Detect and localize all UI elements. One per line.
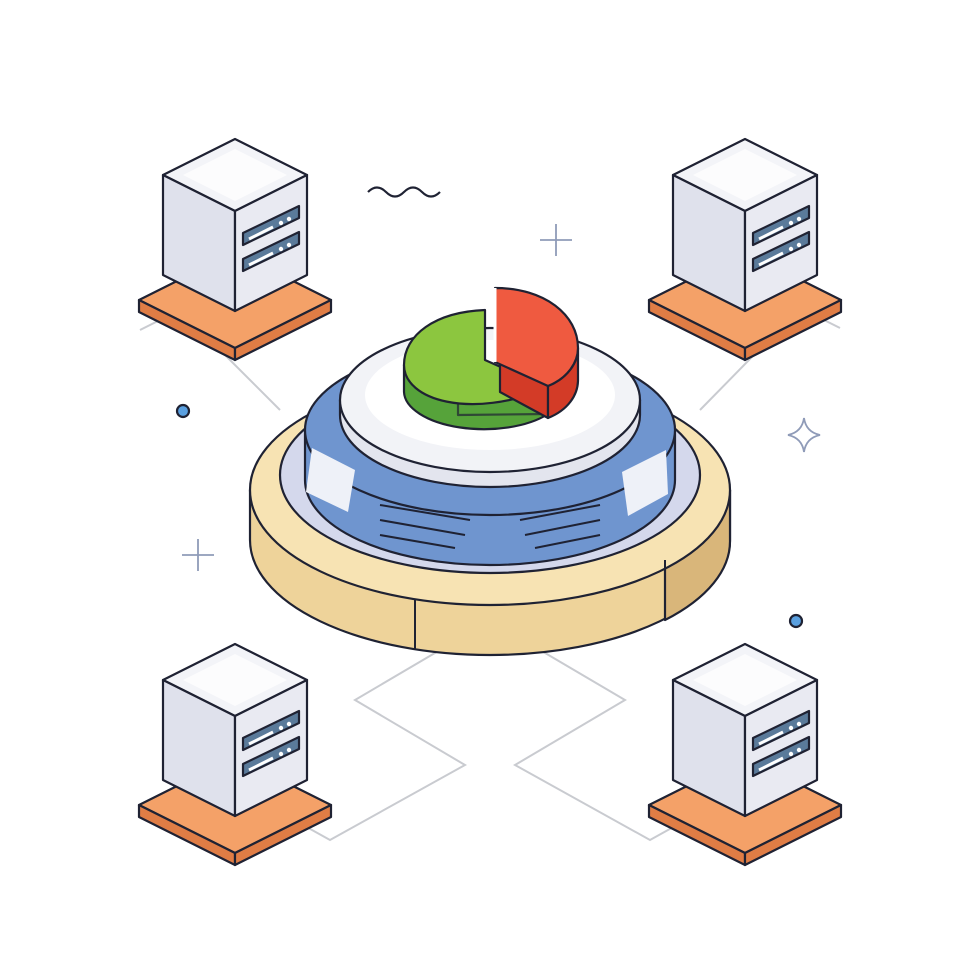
server-icon — [647, 137, 843, 362]
dot-icon — [788, 613, 804, 629]
server-icon — [647, 642, 843, 867]
connector-bottom-right — [512, 649, 696, 842]
plus-sparkle-icon — [540, 224, 572, 256]
star-sparkle-icon — [787, 417, 821, 453]
wave-icon — [367, 186, 441, 198]
plus-sparkle-icon — [182, 539, 214, 571]
pie-chart-icon — [402, 286, 580, 431]
server-icon — [137, 137, 333, 362]
server-icon — [137, 642, 333, 867]
decorations — [175, 186, 821, 629]
dot-icon — [175, 403, 191, 419]
connector-bottom-left — [284, 649, 468, 842]
